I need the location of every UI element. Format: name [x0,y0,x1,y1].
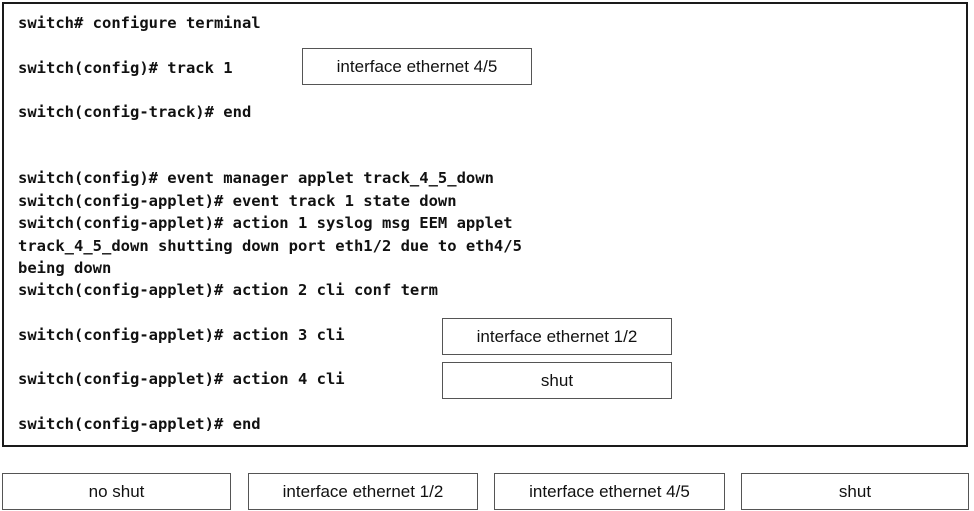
cli-line: switch(config-applet)# action 3 cli [18,326,345,344]
cli-line: switch(config-applet)# end [18,415,261,433]
cli-line: switch(config-applet)# action 4 cli [18,370,345,388]
answer-slot-action-4[interactable]: shut [442,362,672,399]
cli-line: switch# configure terminal [18,14,261,32]
cli-line: switch(config-track)# end [18,103,252,121]
cli-line: switch(config-applet)# event track 1 sta… [18,192,457,210]
answer-slot-track-interface[interactable]: interface ethernet 4/5 [302,48,532,85]
choice-no-shut[interactable]: no shut [2,473,231,510]
cli-config-panel: switch# configure terminal switch(config… [2,2,968,447]
choice-shut[interactable]: shut [741,473,969,510]
choice-interface-ethernet-1-2[interactable]: interface ethernet 1/2 [248,473,478,510]
choice-interface-ethernet-4-5[interactable]: interface ethernet 4/5 [494,473,725,510]
cli-line: switch(config-applet)# action 1 syslog m… [18,214,513,232]
cli-line: switch(config)# event manager applet tra… [18,169,494,187]
cli-line: being down [18,259,112,277]
cli-line: switch(config-applet)# action 2 cli conf… [18,281,438,299]
cli-line: switch(config)# track 1 [18,59,233,77]
cli-line: track_4_5_down shutting down port eth1/2… [18,237,522,255]
answer-slot-action-3[interactable]: interface ethernet 1/2 [442,318,672,355]
